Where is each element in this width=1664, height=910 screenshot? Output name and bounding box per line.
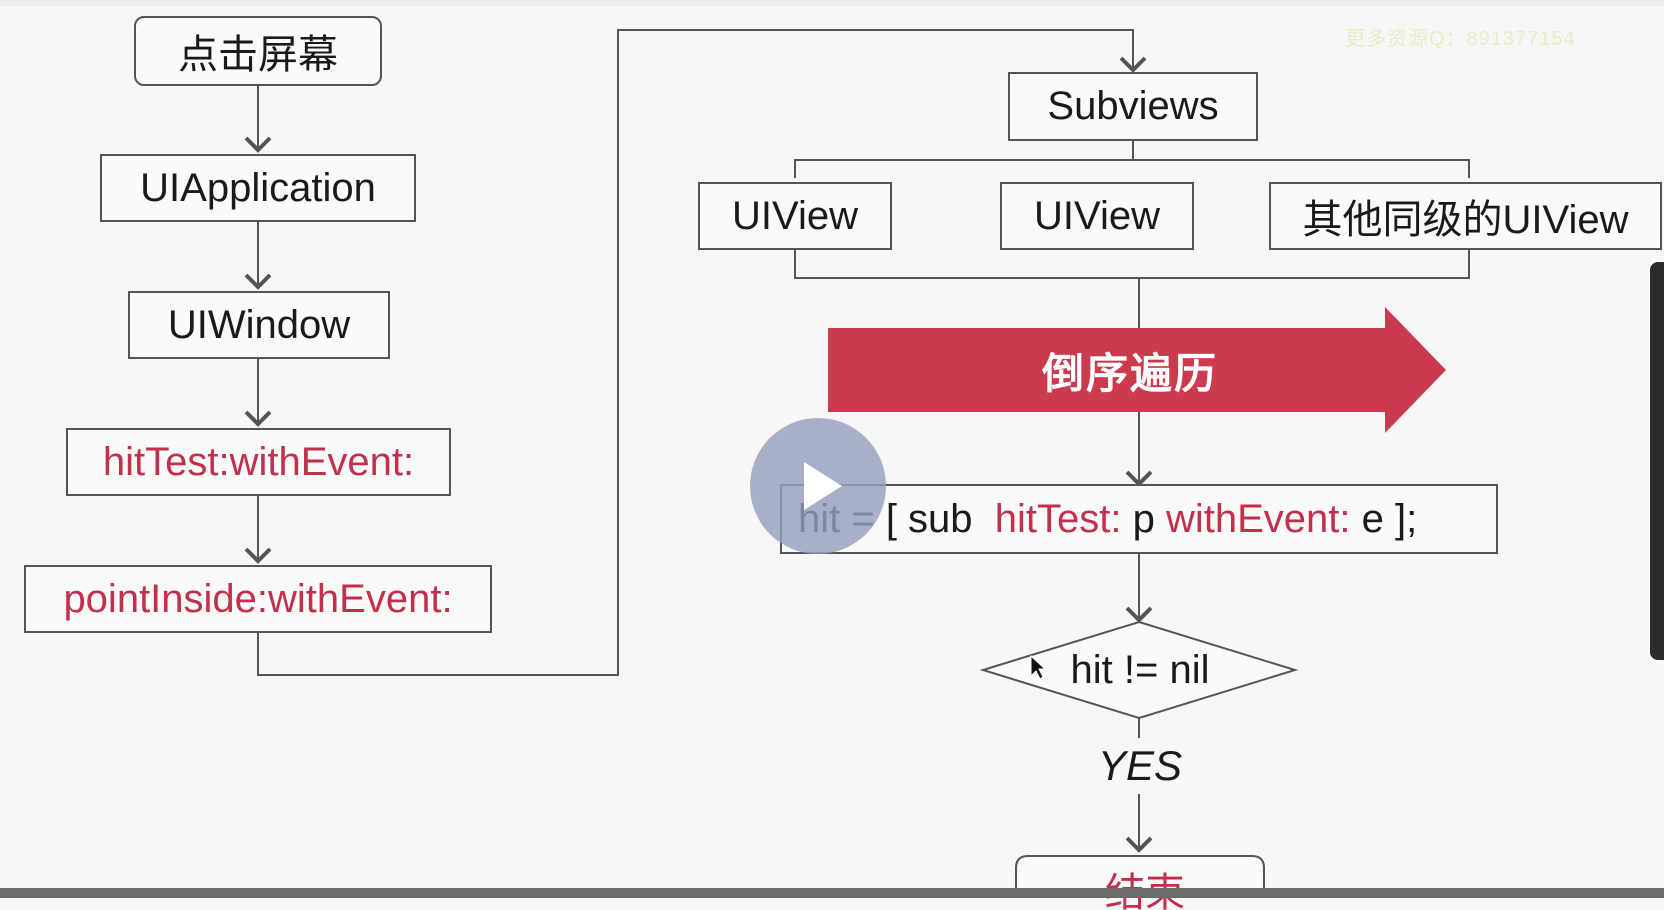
- sibling-uiview-box: 其他同级的UIView: [1269, 182, 1662, 250]
- subviews-box: Subviews: [1008, 72, 1258, 141]
- end-box: [1015, 855, 1265, 898]
- side-panel-handle[interactable]: [1650, 262, 1664, 660]
- video-progress-bar[interactable]: [0, 888, 1664, 898]
- hittest-box: hitTest:withEvent:: [66, 428, 451, 496]
- connector-bridge: [257, 29, 1147, 676]
- condition-label: hit != nil: [1070, 647, 1210, 692]
- code-part-4: withEvent:: [1165, 496, 1351, 541]
- yes-label: YES: [1085, 738, 1195, 794]
- mouse-pointer-icon: [1030, 654, 1047, 680]
- bracket-top: [794, 159, 1470, 178]
- bracket-bottom: [794, 250, 1470, 279]
- tap-screen-box: 点击屏幕: [134, 16, 382, 86]
- condition-diamond: [979, 620, 1299, 720]
- play-button[interactable]: [750, 418, 886, 554]
- code-part-3: p: [1121, 496, 1166, 541]
- uiapplication-box: UIApplication: [100, 154, 416, 222]
- code-part-2: hitTest:: [994, 496, 1122, 541]
- uiview-box-2: UIView: [1000, 182, 1194, 250]
- watermark: 更多资源Q：891377154: [1345, 28, 1576, 50]
- code-part-5: e ];: [1350, 496, 1418, 541]
- uiview-box-1: UIView: [698, 182, 892, 250]
- reverse-traversal-label: 倒序遍历: [1041, 349, 1218, 397]
- hittest-call-box: hit = [ sub hitTest: p withEvent: e ];: [780, 484, 1498, 554]
- pointinside-box: pointInside:withEvent:: [24, 565, 492, 633]
- play-icon: [804, 462, 842, 510]
- reverse-traversal-arrow: [828, 307, 1446, 433]
- uiwindow-box: UIWindow: [128, 291, 390, 359]
- top-strip: [0, 0, 1664, 6]
- end-label: 结束: [1015, 860, 1275, 910]
